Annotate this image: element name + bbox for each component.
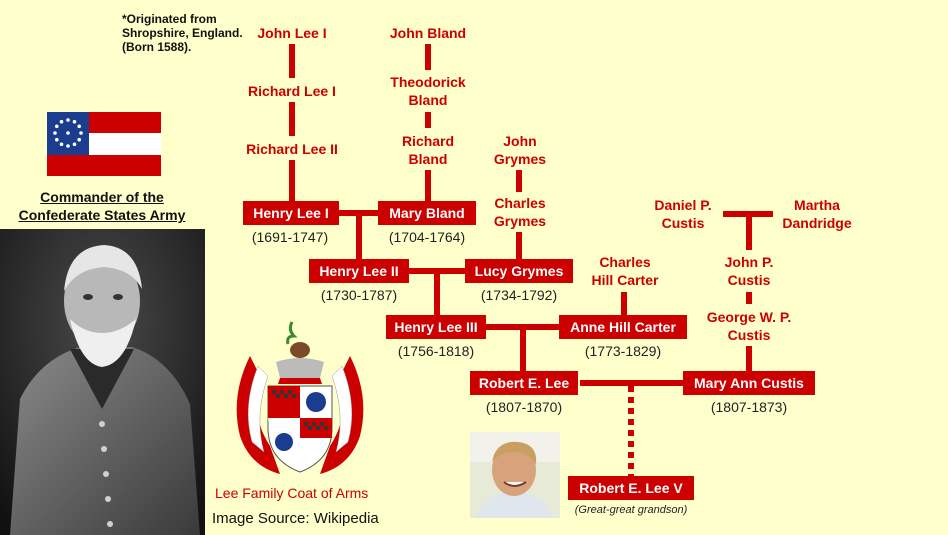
commander-caption: Commander of the Confederate States Army	[18, 189, 186, 223]
line-george-to-mary-ann	[746, 346, 752, 372]
person-john-lee-i: John Lee I	[257, 25, 327, 41]
marriage-line-robert-e-lee-mary-ann-custis	[580, 380, 685, 386]
box-robert-e-lee-v: Robert E. Lee V	[568, 476, 694, 500]
confederate-flag-icon	[47, 112, 161, 176]
dates-lucy-grymes: (1734-1792)	[480, 287, 558, 303]
box-henry-lee-i: Henry Lee I	[243, 201, 339, 225]
box-robert-e-lee: Robert E. Lee	[470, 371, 578, 395]
line-john-grymes-to-charles	[516, 170, 522, 192]
person-john-custis: John P. Custis	[724, 254, 774, 288]
line-to-henry-lee-iii	[434, 271, 440, 317]
box-anne-hill-carter: Anne Hill Carter	[559, 315, 687, 339]
box-lucy-grymes: Lucy Grymes	[465, 259, 573, 283]
person-charles-grymes: Charles Grymes	[493, 195, 547, 229]
dates-henry-lee-ii: (1730-1787)	[320, 287, 398, 303]
lee-coat-of-arms-icon	[236, 321, 364, 474]
dates-mary-ann-custis: (1807-1873)	[710, 399, 788, 415]
person-daniel-custis: Daniel P. Custis	[654, 197, 712, 231]
box-henry-lee-ii: Henry Lee II	[309, 259, 409, 283]
person-charles-hill-carter: Charles Hill Carter	[591, 254, 659, 288]
dates-henry-lee-i: (1691-1747)	[251, 229, 329, 245]
line-charles-carter-to-anne	[621, 292, 627, 316]
line-theodorick-to-richard-bland	[425, 112, 431, 128]
box-mary-ann-custis: Mary Ann Custis	[683, 371, 815, 395]
line-richard-lee-ii-to-henry-lee-i	[289, 160, 295, 202]
coat-of-arms-caption: Lee Family Coat of Arms	[215, 485, 369, 501]
dates-robert-e-lee-v: (Great-great grandson)	[574, 504, 688, 516]
line-to-robert-e-lee	[520, 327, 526, 372]
dates-robert-e-lee: (1807-1870)	[485, 399, 563, 415]
person-john-grymes: John Grymes	[493, 133, 547, 167]
robert-e-lee-v-photo	[470, 432, 560, 518]
dates-anne-hill-carter: (1773-1829)	[584, 343, 662, 359]
person-john-bland: John Bland	[389, 25, 467, 41]
line-john-custis-to-george	[746, 292, 752, 304]
dates-mary-bland: (1704-1764)	[388, 229, 466, 245]
person-martha-dandridge: Martha Dandridge	[782, 197, 852, 231]
person-george-custis: George W. P. Custis	[706, 309, 792, 343]
person-richard-lee-ii: Richard Lee II	[246, 141, 338, 157]
line-charles-grymes-to-lucy	[516, 232, 522, 260]
box-henry-lee-iii: Henry Lee III	[386, 315, 486, 339]
line-john-lee-to-richard-lee-i	[289, 44, 295, 78]
line-richard-lee-i-to-ii	[289, 102, 295, 136]
person-richard-lee-i: Richard Lee I	[248, 83, 336, 99]
line-richard-bland-to-mary-bland	[425, 170, 431, 202]
line-to-henry-lee-ii	[356, 213, 362, 259]
image-source-caption: Image Source: Wikipedia	[212, 510, 379, 527]
person-richard-bland: Richard Bland	[401, 133, 455, 167]
box-mary-bland: Mary Bland	[378, 201, 476, 225]
dotted-line-to-robert-e-lee-v	[628, 386, 634, 476]
origin-note: *Originated from Shropshire, England. (B…	[122, 12, 243, 54]
dates-henry-lee-iii: (1756-1818)	[397, 343, 475, 359]
line-john-bland-to-theodorick	[425, 44, 431, 70]
line-to-john-custis	[746, 214, 752, 250]
robert-e-lee-portrait	[0, 229, 205, 535]
person-theodorick-bland: Theodorick Bland	[390, 74, 466, 108]
